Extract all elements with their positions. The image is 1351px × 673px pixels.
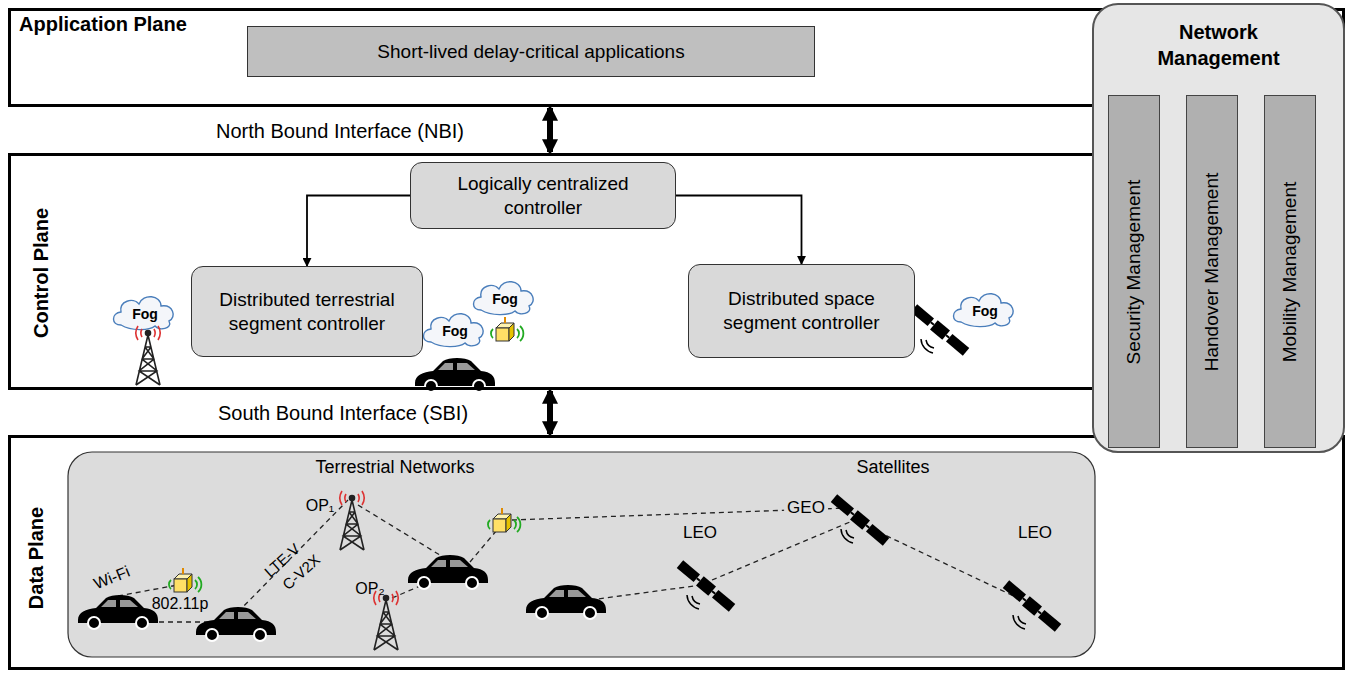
plain-label: Fog: [132, 306, 158, 322]
plain-label: OP₁: [306, 497, 335, 515]
controller-box: Distributed space segment controller: [688, 264, 915, 358]
node-text: Security Management: [1123, 179, 1145, 364]
node-text: Control Plane: [30, 208, 53, 338]
node-text: Mobility Management: [1279, 181, 1301, 362]
node-text: Logically centralized controller: [421, 172, 665, 220]
application-box: Short-lived delay-critical applications: [247, 26, 815, 77]
plain-label: 802.11p: [152, 595, 209, 613]
plain-label: Terrestrial Networks: [315, 457, 474, 478]
control-arrow: [307, 196, 410, 267]
node-text: Application Plane: [19, 13, 187, 36]
plain-label: South Bound Interface (SBI): [218, 402, 468, 425]
node-text: Short-lived delay-critical applications: [377, 40, 684, 64]
controller-box: Distributed terrestrial segment controll…: [191, 266, 423, 357]
node-text: Handover Management: [1201, 172, 1223, 371]
plain-label: Fog: [442, 323, 468, 339]
interface-arrow: [547, 391, 553, 434]
plain-label: LEO: [683, 523, 717, 543]
plain-label: OP₂: [355, 580, 384, 598]
management-box: Mobility Management: [1264, 95, 1316, 448]
management-box: Handover Management: [1186, 95, 1238, 448]
plain-label: Fog: [972, 303, 998, 319]
interface-arrow: [547, 108, 553, 152]
node-text: Network Management: [1094, 5, 1343, 71]
plain-label: LEO: [1018, 523, 1052, 543]
plane-band: Data Plane: [8, 435, 1345, 670]
control-arrow: [676, 196, 802, 265]
plain-label: Satellites: [856, 457, 929, 478]
controller-box: Logically centralized controller: [410, 162, 676, 229]
plain-label: Fog: [492, 291, 518, 307]
plain-label: North Bound Interface (NBI): [216, 120, 464, 143]
plain-label: GEO: [784, 498, 828, 518]
management-panel: Network ManagementSecurity Management Han…: [1092, 3, 1345, 453]
node-text: Data Plane: [25, 507, 48, 609]
node-text: Distributed space segment controller: [699, 287, 904, 335]
management-box: Security Management: [1108, 95, 1160, 448]
node-text: Distributed terrestrial segment controll…: [202, 288, 412, 336]
